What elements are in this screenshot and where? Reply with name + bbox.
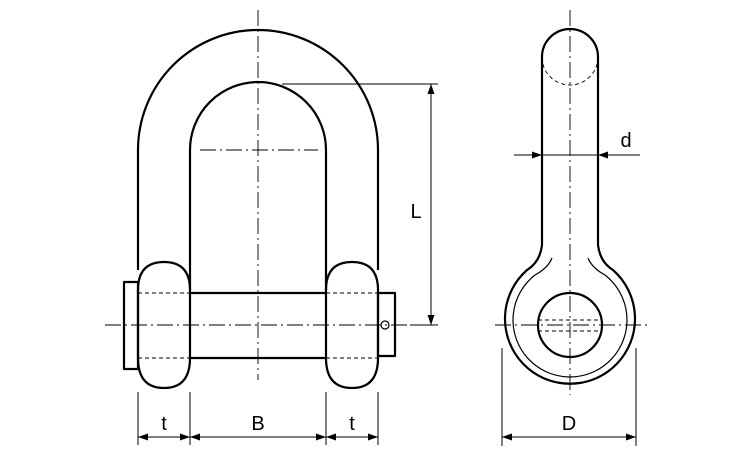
dim-d-arrow-right [598,151,608,159]
dim-d-label: d [620,130,631,152]
dim-l-arrow-top [427,84,435,94]
dim-b-label: B [251,413,264,435]
cotter-hole [380,320,390,330]
side-eye-outer [503,244,637,385]
dim-t-left-arrow-b [180,433,190,441]
side-pin-hole [536,291,604,359]
dim-big-d-arrow-left [502,433,512,441]
dim-big-d-label: D [562,413,576,435]
shackle-bow-outer [136,28,380,270]
dim-t-right-label: t [349,413,355,435]
side-top-hidden-arc [541,56,599,86]
side-eye-collar [512,257,628,378]
dim-t-left-label: t [161,413,167,435]
dim-t-left-arrow-a [138,433,148,441]
shackle-bow-inner [188,80,328,290]
shackle-front-view [105,10,410,390]
dim-b-arrow-b [316,433,326,441]
pin-head [122,280,140,371]
dim-d-arrow-left [532,151,542,159]
dim-big-d-arrow-right [626,433,636,441]
dim-t-right-arrow-a [326,433,336,441]
side-shank [540,27,600,245]
shackle-side-view [495,10,650,395]
dim-l-arrow-bottom [427,315,435,325]
dim-b-arrow-a [190,433,200,441]
dimension-lines: t B t L d D [137,83,640,446]
pin-end [376,291,397,358]
dim-t-right-arrow-b [368,433,378,441]
dim-l-label: L [410,201,421,223]
